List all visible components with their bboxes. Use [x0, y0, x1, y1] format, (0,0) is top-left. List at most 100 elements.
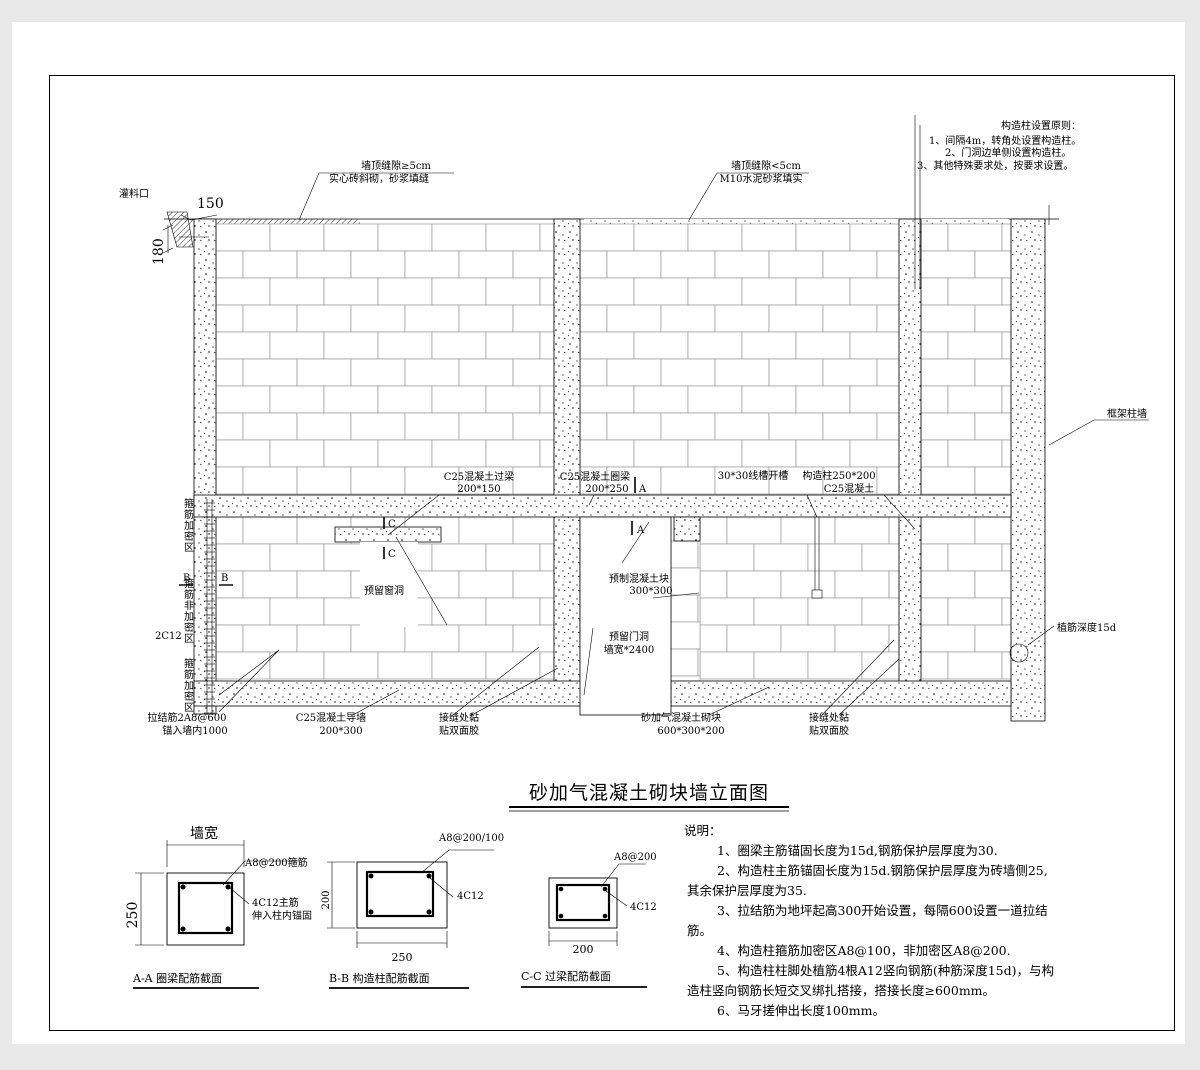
block-unit: [215, 331, 271, 360]
structural-column-right: [898, 218, 922, 700]
cc-caption: C-C 过梁配筋截面: [521, 969, 611, 983]
block-unit: [795, 439, 851, 468]
vertical-char: 区: [184, 542, 194, 554]
block-unit: [323, 385, 379, 414]
top-brick-fill: [185, 219, 360, 224]
block-unit: [350, 624, 406, 653]
block-unit: [269, 277, 325, 306]
block-unit: [485, 439, 541, 468]
column-material-label: C25混凝土: [824, 482, 874, 495]
joint-left-tape: 贴双面胶: [439, 724, 479, 737]
block-unit: [296, 466, 352, 495]
block-unit: [296, 304, 352, 333]
ring-beam: [193, 494, 1012, 518]
block-unit: [1001, 223, 1012, 252]
block-unit: [269, 385, 325, 414]
block-unit: [579, 223, 635, 252]
block-unit: [795, 385, 851, 414]
block-unit: [687, 331, 743, 360]
aa-caption: A-A 圈梁配筋截面: [132, 971, 222, 985]
block-unit: [377, 385, 433, 414]
note-line-8: 造柱竖向钢筋长短交叉绑扎搭接，搭接长度≥600mm。: [687, 983, 995, 998]
vertical-char: 筋: [184, 668, 194, 681]
aa-stirrup-label: A8@200箍筋: [244, 856, 308, 869]
column-size-label: 构造柱250*200: [802, 469, 875, 482]
block-unit: [699, 651, 755, 680]
block-unit: [458, 466, 514, 495]
block-unit: [606, 304, 662, 333]
column-rule-1: 1、间隔4m，转角处设置构造柱。: [929, 134, 1081, 147]
block-unit: [888, 570, 900, 599]
block-unit: [485, 651, 541, 680]
block-unit: [512, 358, 555, 387]
block-unit: [974, 250, 1012, 279]
block-unit: [670, 621, 701, 650]
block-unit: [458, 250, 514, 279]
vertical-char: 区: [184, 633, 194, 645]
frame-column-right: [1010, 218, 1046, 722]
joint-right-label: 接缝处黏: [809, 711, 849, 724]
block-unit: [512, 570, 555, 599]
block-unit: [1001, 331, 1012, 360]
vertical-char: 区: [184, 702, 194, 714]
block-unit: [377, 223, 433, 252]
block-unit: [714, 358, 770, 387]
dense-zone-bottom-label: 箍筋加密区: [184, 657, 194, 714]
block-unit: [296, 412, 352, 441]
note-line-4: 3、拉结筋为地坪起高300开始设置，每隔600设置一道拉结: [717, 903, 1048, 918]
block-unit: [726, 570, 782, 599]
block-unit: [242, 304, 298, 333]
block-unit: [920, 250, 976, 279]
vertical-char: 加: [184, 611, 194, 623]
block-unit: [512, 304, 555, 333]
section-b-right: B: [221, 573, 228, 584]
block-unit: [458, 624, 514, 653]
block-unit: [215, 439, 271, 468]
section-c-bottom: C: [388, 549, 396, 560]
guide-wall-label: C25混凝土导墙: [296, 711, 366, 724]
drawing-frame: 构造柱设置原则： 1、间隔4m，转角处设置构造柱。 2、门洞边单侧设置构造柱。 …: [49, 75, 1175, 1031]
block-unit: [215, 466, 244, 495]
block-unit: [741, 439, 797, 468]
block-unit: [920, 412, 976, 441]
block-unit: [920, 597, 949, 626]
block-unit: [822, 466, 878, 495]
block-unit: [539, 223, 555, 252]
block-unit: [539, 277, 555, 306]
block-unit: [697, 648, 701, 677]
block-unit: [606, 466, 662, 495]
block-unit: [269, 651, 325, 680]
joint-left-label: 接缝处黏: [439, 711, 479, 724]
block-unit: [920, 570, 976, 599]
block-unit: [1001, 277, 1012, 306]
block-unit: [714, 250, 770, 279]
block-unit: [920, 277, 949, 306]
block-unit: [660, 412, 716, 441]
block-unit: [822, 304, 878, 333]
cc-stirrup: [555, 883, 611, 922]
block-unit: [974, 466, 1012, 495]
block-unit: [714, 466, 770, 495]
block-unit: [741, 277, 797, 306]
section-aa: 墙宽 250 A8@200箍筋 4C12主筋 伸入柱内锚固 A-A 圈梁配筋截面: [125, 825, 312, 989]
block-unit: [699, 516, 728, 545]
block-unit: [660, 250, 716, 279]
vertical-char: 加: [184, 520, 194, 532]
block-unit: [687, 439, 743, 468]
block-unit: [485, 331, 541, 360]
plant-depth-label: 植筋深度15d: [1057, 621, 1117, 634]
block-unit: [834, 570, 890, 599]
block-unit: [512, 250, 555, 279]
section-cc: 200 A8@200 4C12 C-C 过梁配筋截面: [521, 852, 657, 988]
block-unit: [269, 223, 325, 252]
block-unit: [242, 466, 298, 495]
guide-wall-left: [193, 680, 585, 707]
pour-port-label: 灌料口: [119, 187, 149, 200]
block-unit: [377, 651, 433, 680]
block-unit: [849, 385, 900, 414]
block-unit: [431, 651, 487, 680]
block-unit: [699, 570, 728, 599]
note-line-3: 其余保护层厚度为35.: [687, 883, 807, 898]
block-unit: [579, 385, 635, 414]
section-a-top: A: [638, 484, 647, 495]
